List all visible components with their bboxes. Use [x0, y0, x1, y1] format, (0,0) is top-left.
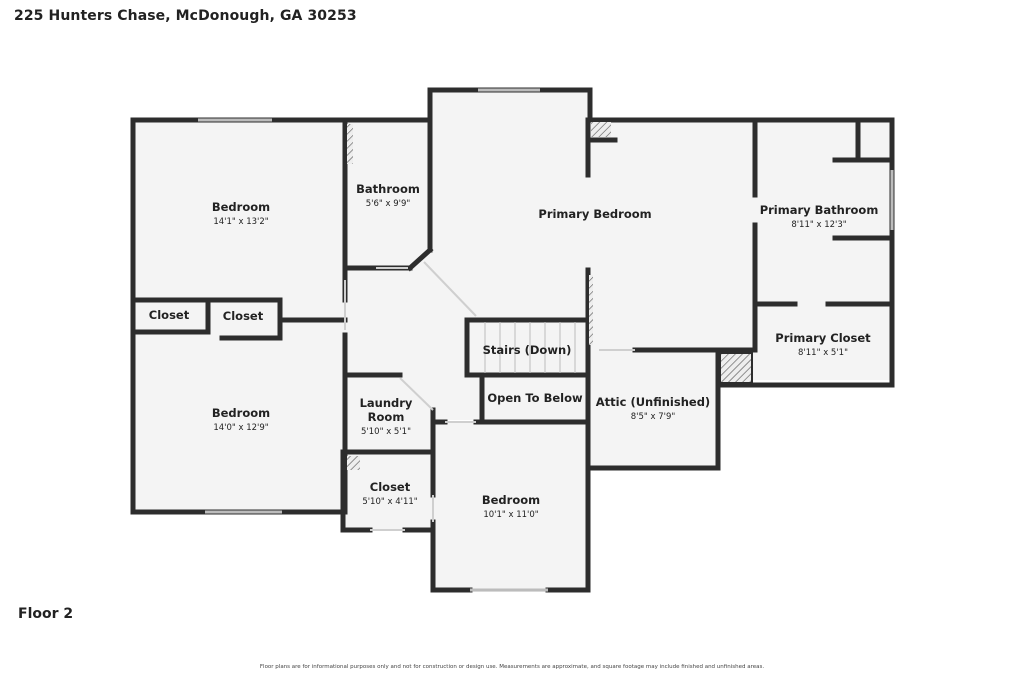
property-address: 225 Hunters Chase, McDonough, GA 30253	[14, 8, 357, 24]
disclaimer-text: Floor plans are for informational purpos…	[259, 664, 765, 670]
room-bedroom-3-dims: 10'1" x 11'0"	[483, 510, 538, 520]
windows	[198, 88, 894, 592]
room-primary-closet-name: Primary Closet	[775, 331, 871, 345]
room-primary-bathroom-dims: 8'11" x 12'3"	[791, 220, 846, 230]
floor-label: Floor 2	[18, 606, 74, 622]
stair-treads	[484, 322, 576, 373]
room-bedroom-3-name: Bedroom	[482, 493, 540, 507]
room-closet-hall-name: Closet	[370, 480, 411, 494]
room-laundry-name-line1: Laundry	[360, 396, 413, 410]
hatched-areas	[347, 122, 753, 470]
room-bedroom-1-name: Bedroom	[212, 200, 270, 214]
floor-fill	[133, 90, 890, 592]
room-bathroom-name: Bathroom	[356, 182, 420, 196]
room-primary-closet-dims: 8'11" x 5'1"	[798, 348, 848, 358]
room-attic-name: Attic (Unfinished)	[596, 395, 710, 409]
room-closet-hall-dims: 5'10" x 4'11"	[362, 497, 417, 507]
room-primary-bedroom-name: Primary Bedroom	[538, 207, 651, 221]
room-bedroom-2-dims: 14'0" x 12'9"	[213, 423, 268, 433]
room-bedroom-1-dims: 14'1" x 13'2"	[213, 217, 268, 227]
room-attic-dims: 8'5" x 7'9"	[631, 412, 676, 422]
room-bedroom-2-name: Bedroom	[212, 406, 270, 420]
room-stairs-name: Stairs (Down)	[483, 343, 572, 357]
door-openings	[344, 261, 635, 531]
room-open-to-below-name: Open To Below	[487, 391, 583, 405]
room-laundry-dims: 5'10" x 5'1"	[361, 427, 411, 437]
room-bathroom-dims: 5'6" x 9'9"	[366, 199, 411, 209]
walls	[130, 87, 895, 593]
room-primary-bathroom-name: Primary Bathroom	[760, 203, 879, 217]
room-closet-a-name: Closet	[149, 308, 190, 322]
room-closet-b-name: Closet	[223, 309, 264, 323]
room-laundry-name-line2: Room	[368, 410, 405, 424]
